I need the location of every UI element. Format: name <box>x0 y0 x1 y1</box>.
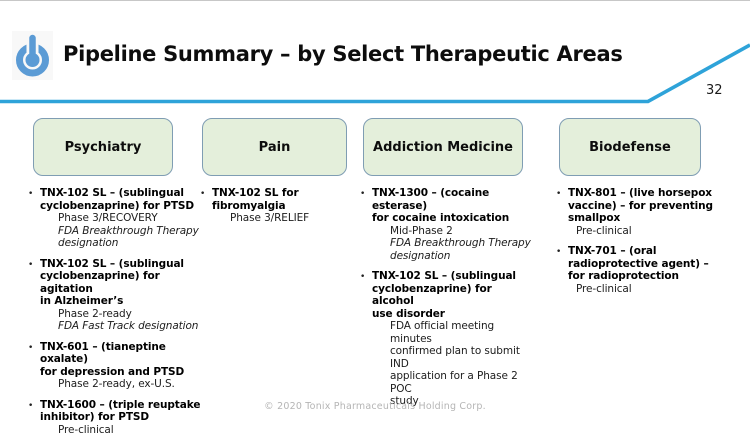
column-items: • TNX-102 SL for fibromyalgia Phase 3/RE… <box>200 187 358 225</box>
item-phase: Phase 2-ready <box>58 307 132 320</box>
item-phase: Pre-clinical <box>576 224 632 237</box>
bullet-icon: • <box>28 400 34 411</box>
bullet-icon: • <box>360 272 366 282</box>
item-title: TNX-102 SL – (sublingual cyclobenzaprine… <box>372 270 516 320</box>
bullet-icon: • <box>28 189 34 199</box>
bullet-icon: • <box>556 189 562 199</box>
pipeline-item: • TNX-1300 – (cocaine esterase) for coca… <box>360 187 536 262</box>
column-header-psychiatry: Psychiatry <box>33 118 173 176</box>
item-designation: FDA Breakthrough Therapy designation <box>58 224 199 250</box>
item-phase: Phase 3/RELIEF <box>230 212 310 224</box>
column-header-pain: Pain <box>202 118 347 176</box>
item-phase: Pre-clinical <box>576 282 632 295</box>
column-header-biodefense: Biodefense <box>559 118 701 176</box>
tonix-logo <box>12 31 53 80</box>
slide-top-edge <box>0 0 750 1</box>
pipeline-item: • TNX-102 SL for fibromyalgia Phase 3/RE… <box>200 187 358 225</box>
column-header-label: Pain <box>258 139 291 155</box>
item-phase: Pre-clinical <box>58 423 114 436</box>
column-items: • TNX-1300 – (cocaine esterase) for coca… <box>360 187 536 408</box>
slide-title: Pipeline Summary – by Select Therapeutic… <box>63 42 623 66</box>
item-phase: Phase 3/RECOVERY <box>58 212 158 224</box>
column-biodefense: Biodefense • TNX-801 – (live horsepox va… <box>556 118 750 303</box>
item-title: TNX-601 – (tianeptine oxalate) for depre… <box>40 340 185 378</box>
power-icon <box>16 34 49 77</box>
item-title: TNX-1600 – (triple reuptake inhibitor) f… <box>40 398 201 424</box>
item-phase: Mid-Phase 2 <box>390 224 453 237</box>
item-title: TNX-102 SL – (sublingual cyclobenzaprine… <box>40 187 195 212</box>
item-title: TNX-1300 – (cocaine esterase) for cocain… <box>372 187 510 224</box>
item-title: TNX-701 – (oral radioprotective agent) –… <box>568 245 709 282</box>
column-header-label: Psychiatry <box>64 139 142 155</box>
pipeline-item: • TNX-102 SL – (sublingual cyclobenzapri… <box>28 258 210 333</box>
column-pain: Pain • TNX-102 SL for fibromyalgia Phase… <box>200 118 358 233</box>
item-title: TNX-801 – (live horsepox vaccine) – for … <box>568 187 713 224</box>
column-header-label: Biodefense <box>589 139 671 155</box>
column-items: • TNX-102 SL – (sublingual cyclobenzapri… <box>28 187 210 436</box>
pipeline-item: • TNX-601 – (tianeptine oxalate) for dep… <box>28 341 210 391</box>
pipeline-item: • TNX-701 – (oral radioprotective agent)… <box>556 245 750 295</box>
bullet-icon: • <box>28 342 34 353</box>
column-addiction-medicine: Addiction Medicine • TNX-1300 – (cocaine… <box>360 118 536 416</box>
pipeline-item: • TNX-102 SL – (sublingual cyclobenzapri… <box>360 270 536 408</box>
column-header-addiction-medicine: Addiction Medicine <box>363 118 523 176</box>
item-designation: FDA Breakthrough Therapy designation <box>390 237 531 262</box>
page-number: 32 <box>706 83 723 98</box>
copyright-footer: © 2020 Tonix Pharmaceuticals Holding Cor… <box>264 401 486 412</box>
item-note: FDA official meeting minutes confirmed p… <box>390 320 520 407</box>
pipeline-item: • TNX-801 – (live horsepox vaccine) – fo… <box>556 187 750 237</box>
column-items: • TNX-801 – (live horsepox vaccine) – fo… <box>556 187 750 295</box>
column-header-label: Addiction Medicine <box>373 139 513 155</box>
item-phase: Phase 2-ready, ex-U.S. <box>58 378 175 390</box>
bullet-icon: • <box>556 247 562 257</box>
bullet-icon: • <box>360 189 366 199</box>
item-title: TNX-102 SL – (sublingual cyclobenzaprine… <box>40 257 184 308</box>
bullet-icon: • <box>28 259 34 270</box>
item-designation: FDA Fast Track designation <box>58 320 199 332</box>
pipeline-item: • TNX-102 SL – (sublingual cyclobenzapri… <box>28 187 210 250</box>
bullet-icon: • <box>200 189 206 199</box>
item-title: TNX-102 SL for fibromyalgia <box>212 187 299 212</box>
column-psychiatry: Psychiatry • TNX-102 SL – (sublingual cy… <box>28 118 210 444</box>
